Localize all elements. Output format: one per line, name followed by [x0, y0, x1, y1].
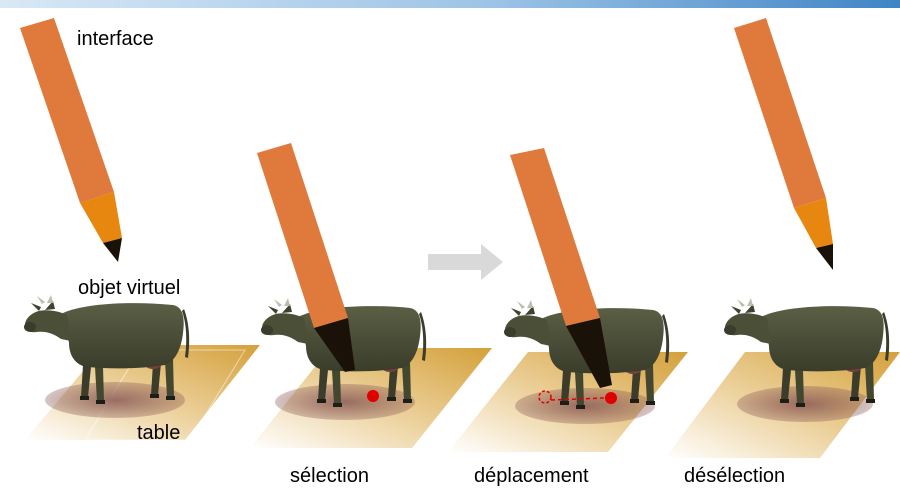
pencil-interface [20, 18, 122, 262]
pencil-deselection [734, 18, 833, 270]
panel-selection [250, 143, 492, 448]
table-frame [84, 349, 246, 441]
selection-marker [367, 390, 379, 402]
start-marker [538, 390, 552, 404]
caption-selection: sélection [290, 465, 369, 487]
label-virtual-object: objet virtuel [78, 277, 181, 299]
label-interface: interface [77, 28, 154, 50]
transition-arrow [428, 244, 503, 280]
cow-shadow [45, 382, 185, 418]
panel-setup [20, 18, 260, 441]
label-table: table [137, 422, 181, 444]
end-marker [605, 392, 617, 404]
move-path [550, 397, 606, 401]
caption-move: déplacement [474, 465, 589, 487]
cow-shadow [275, 384, 415, 420]
top-gradient-bar [0, 0, 900, 8]
pencil-selection [257, 143, 355, 372]
pencil-move [510, 148, 612, 388]
panel-deselection [665, 18, 900, 458]
panel-move [448, 148, 688, 452]
caption-deselection: désélection [684, 465, 786, 487]
